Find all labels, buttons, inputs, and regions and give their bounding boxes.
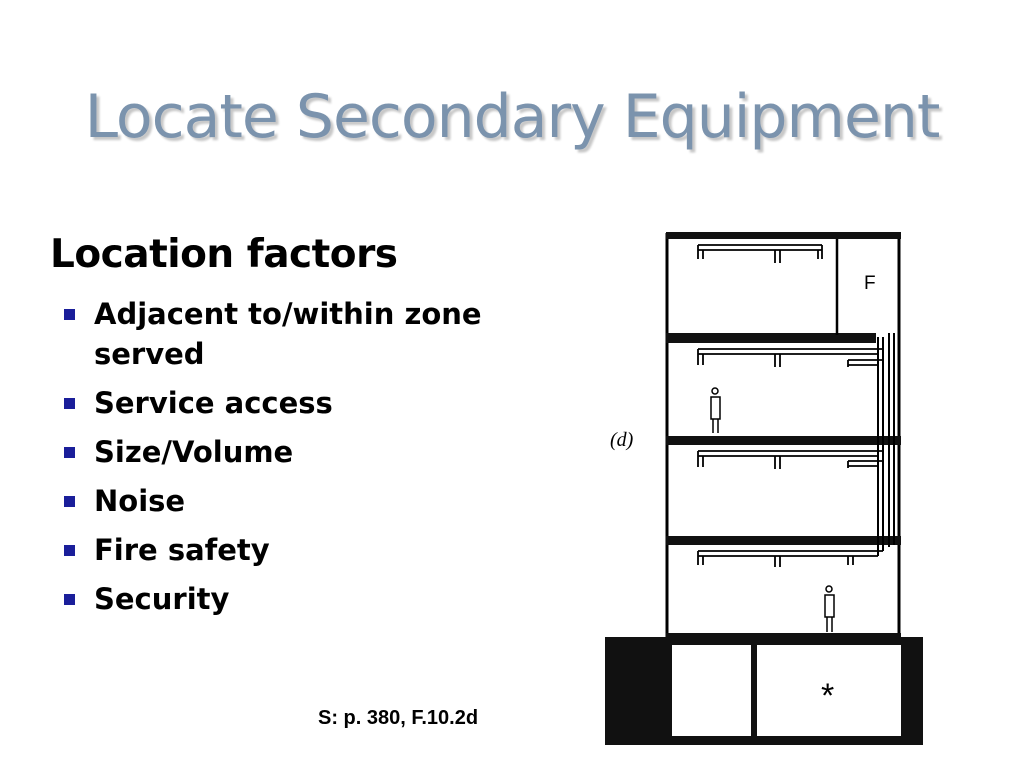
building-walls (665, 233, 901, 637)
equipment-marker: * (821, 677, 834, 715)
list-item-text: Size/Volume (94, 435, 294, 469)
square-bullet-icon (64, 545, 75, 556)
list-item: Adjacent to/within zone served (60, 294, 530, 374)
person-figure-icon (824, 585, 835, 632)
square-bullet-icon (64, 309, 75, 320)
square-bullet-icon (64, 447, 75, 458)
list-item: Security (60, 579, 530, 619)
building-section-diagram: F (600, 225, 925, 755)
diagram-label: (d) (610, 429, 634, 451)
square-bullet-icon (64, 496, 75, 507)
fan-room-label: F (864, 273, 876, 294)
list-item-text: Noise (94, 484, 186, 518)
list-item-text: Security (94, 582, 230, 616)
square-bullet-icon (64, 398, 75, 409)
location-factors-list: Adjacent to/within zone served Service a… (60, 294, 530, 628)
list-item-text: Adjacent to/within zone served (94, 297, 482, 371)
floor-slabs (666, 232, 901, 638)
list-item: Noise (60, 481, 530, 521)
person-figure-icon (710, 387, 721, 433)
section-heading: Location factors (50, 232, 398, 277)
list-item: Service access (60, 383, 530, 423)
slide-title: Locate Secondary Equipment (84, 82, 941, 152)
supply-ducts (697, 244, 883, 567)
duct-riser (877, 333, 895, 556)
list-item-text: Fire safety (94, 533, 270, 567)
square-bullet-icon (64, 594, 75, 605)
list-item: Fire safety (60, 530, 530, 570)
basement-level (605, 637, 923, 745)
figure-source-caption: S: p. 380, F.10.2d (318, 707, 479, 729)
list-item: Size/Volume (60, 432, 530, 472)
list-item-text: Service access (94, 386, 333, 420)
